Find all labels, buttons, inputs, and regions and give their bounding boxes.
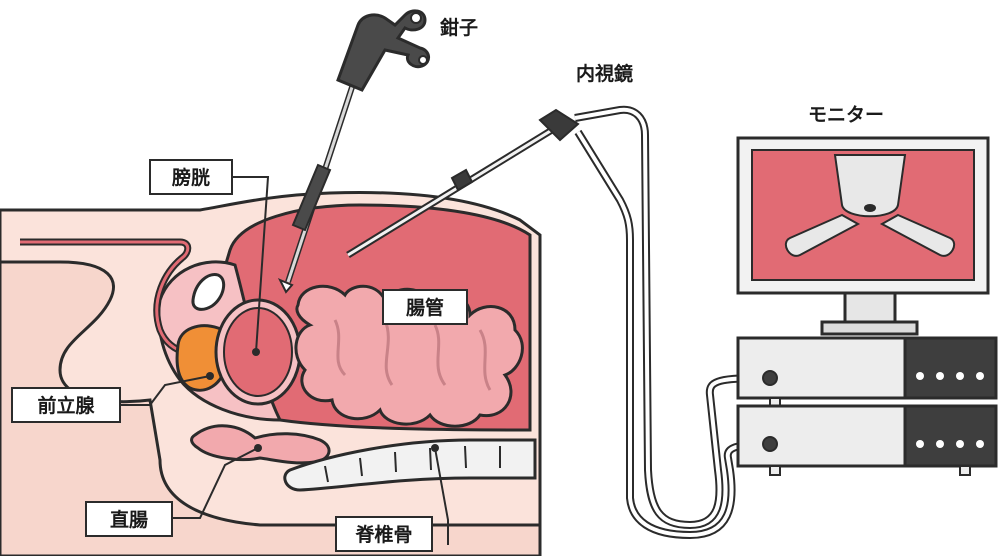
- leader-lines: [120, 176, 449, 545]
- spine-bone: [283, 438, 537, 492]
- label-intestine-text: 腸管: [406, 296, 444, 319]
- leader-dots: [206, 348, 439, 452]
- endoscope-instrument: [346, 105, 771, 540]
- label-forceps: 鉗子: [440, 16, 478, 39]
- label-rectum: 直腸: [85, 501, 173, 537]
- patient-body: [0, 191, 542, 556]
- label-spine: 脊椎骨: [335, 516, 433, 552]
- label-bladder-text: 膀胱: [171, 166, 210, 189]
- label-intestine: 腸管: [382, 289, 468, 325]
- pubic-bone: [191, 273, 226, 311]
- monitor-equipment: [736, 136, 998, 476]
- label-prostate: 前立腺: [11, 387, 121, 423]
- label-prostate-text: 前立腺: [37, 394, 95, 417]
- label-endoscope: 内視鏡: [576, 62, 633, 85]
- label-bladder: 膀胱: [149, 159, 233, 195]
- forceps-instrument: [277, 9, 430, 294]
- label-monitor: モニター: [808, 104, 884, 126]
- label-spine-text: 脊椎骨: [354, 523, 412, 546]
- label-rectum-text: 直腸: [110, 508, 148, 531]
